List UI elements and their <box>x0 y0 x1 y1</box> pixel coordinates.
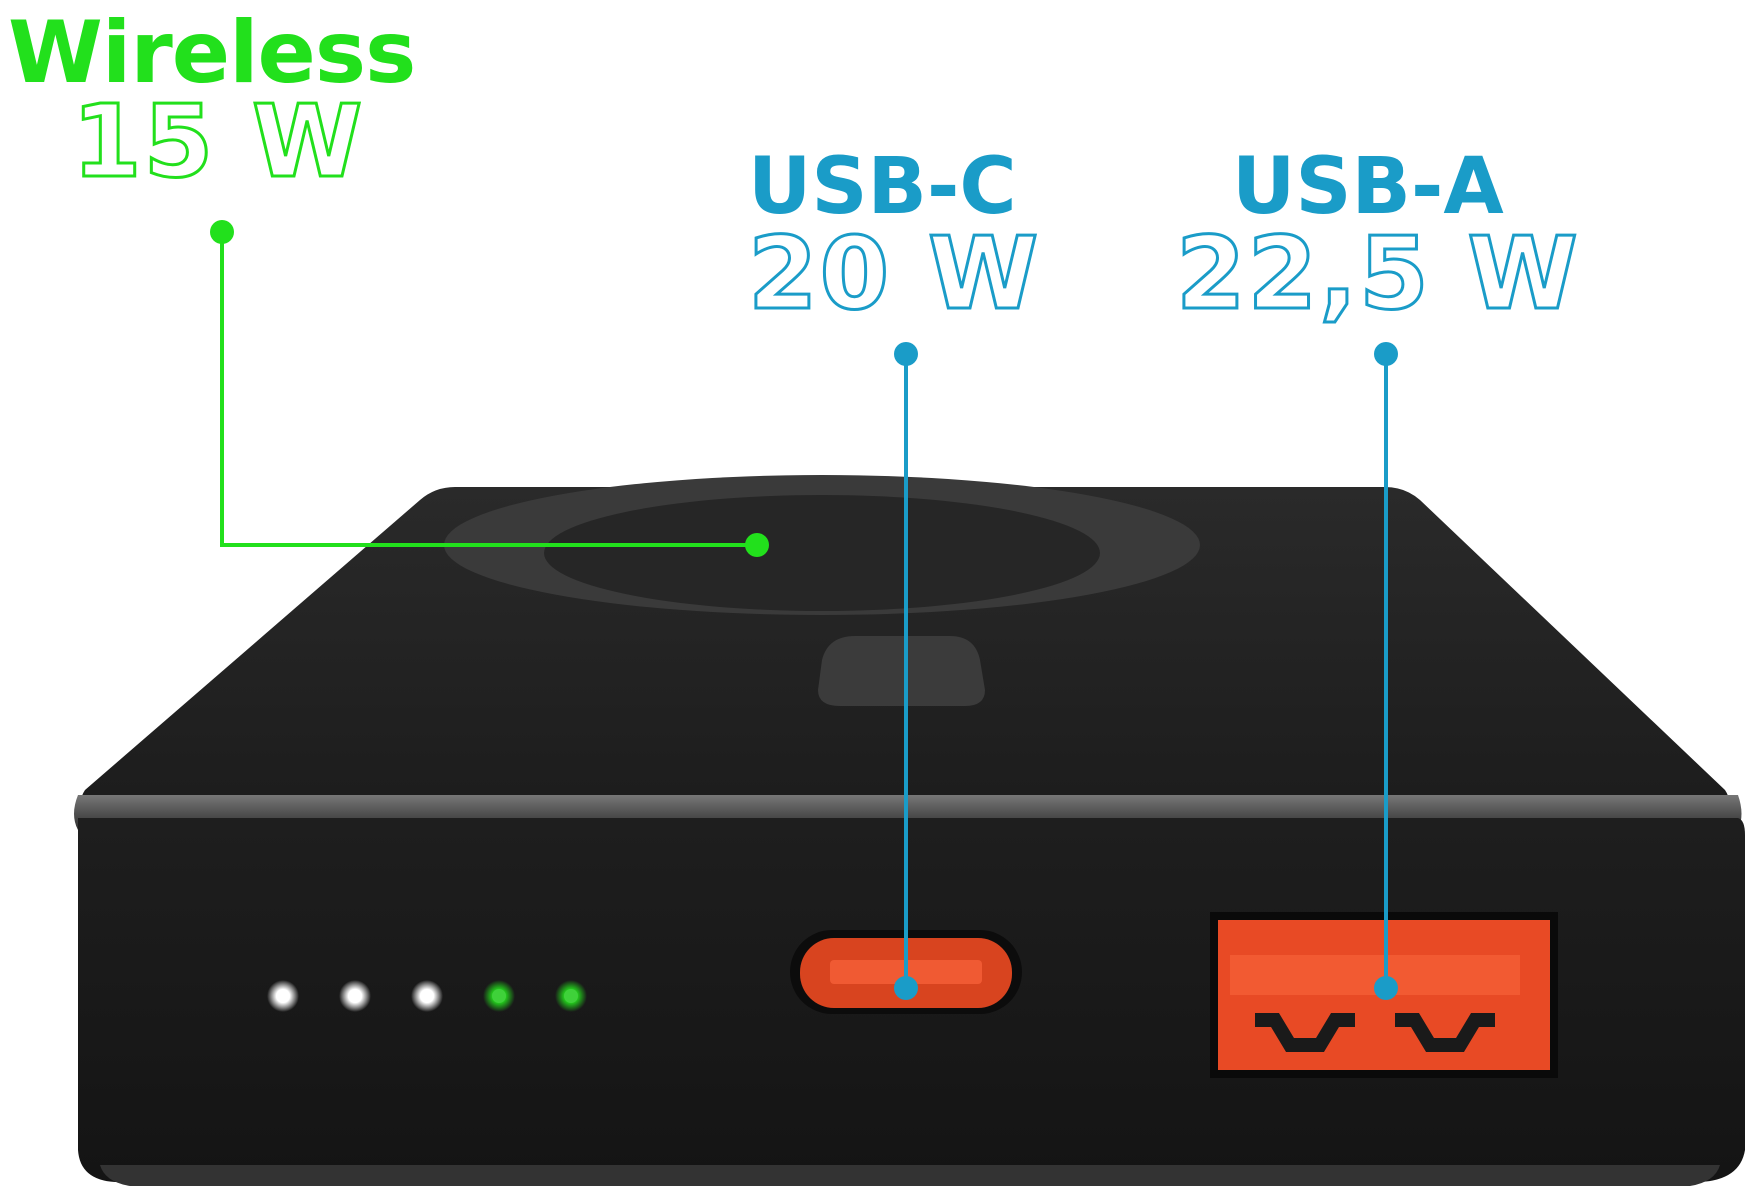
alignment-pill <box>818 636 985 706</box>
indicator-leds <box>267 980 587 1012</box>
wireless-wattage: 15 W <box>70 83 365 200</box>
usb-c-callout-dot-end <box>894 976 918 1000</box>
led-core-1 <box>276 989 290 1003</box>
usb-c-wattage: 20 W <box>746 215 1041 332</box>
wireless-callout-dot-end <box>745 533 769 557</box>
usb-a-callout-dot-end <box>1374 976 1398 1000</box>
led-core-3 <box>420 989 434 1003</box>
usb-a-callout-dot-top <box>1374 342 1398 366</box>
led-core-5 <box>564 989 578 1003</box>
led-core-4 <box>492 989 506 1003</box>
usb-a-title: USB-A <box>1232 142 1504 232</box>
usb-a-callout-line <box>1374 342 1398 1000</box>
wireless-callout-line <box>210 220 769 557</box>
usb-c-callout-line <box>894 342 918 1000</box>
led-core-2 <box>348 989 362 1003</box>
usb-c-title: USB-C <box>748 142 1017 232</box>
usb-a-wattage: 22,5 W <box>1175 215 1580 332</box>
wireless-pad-inner <box>544 495 1100 611</box>
wireless-title: Wireless <box>8 3 416 103</box>
wireless-callout-dot-top <box>210 220 234 244</box>
usb-c-callout-dot-top <box>894 342 918 366</box>
device-bottom-edge <box>100 1165 1720 1186</box>
